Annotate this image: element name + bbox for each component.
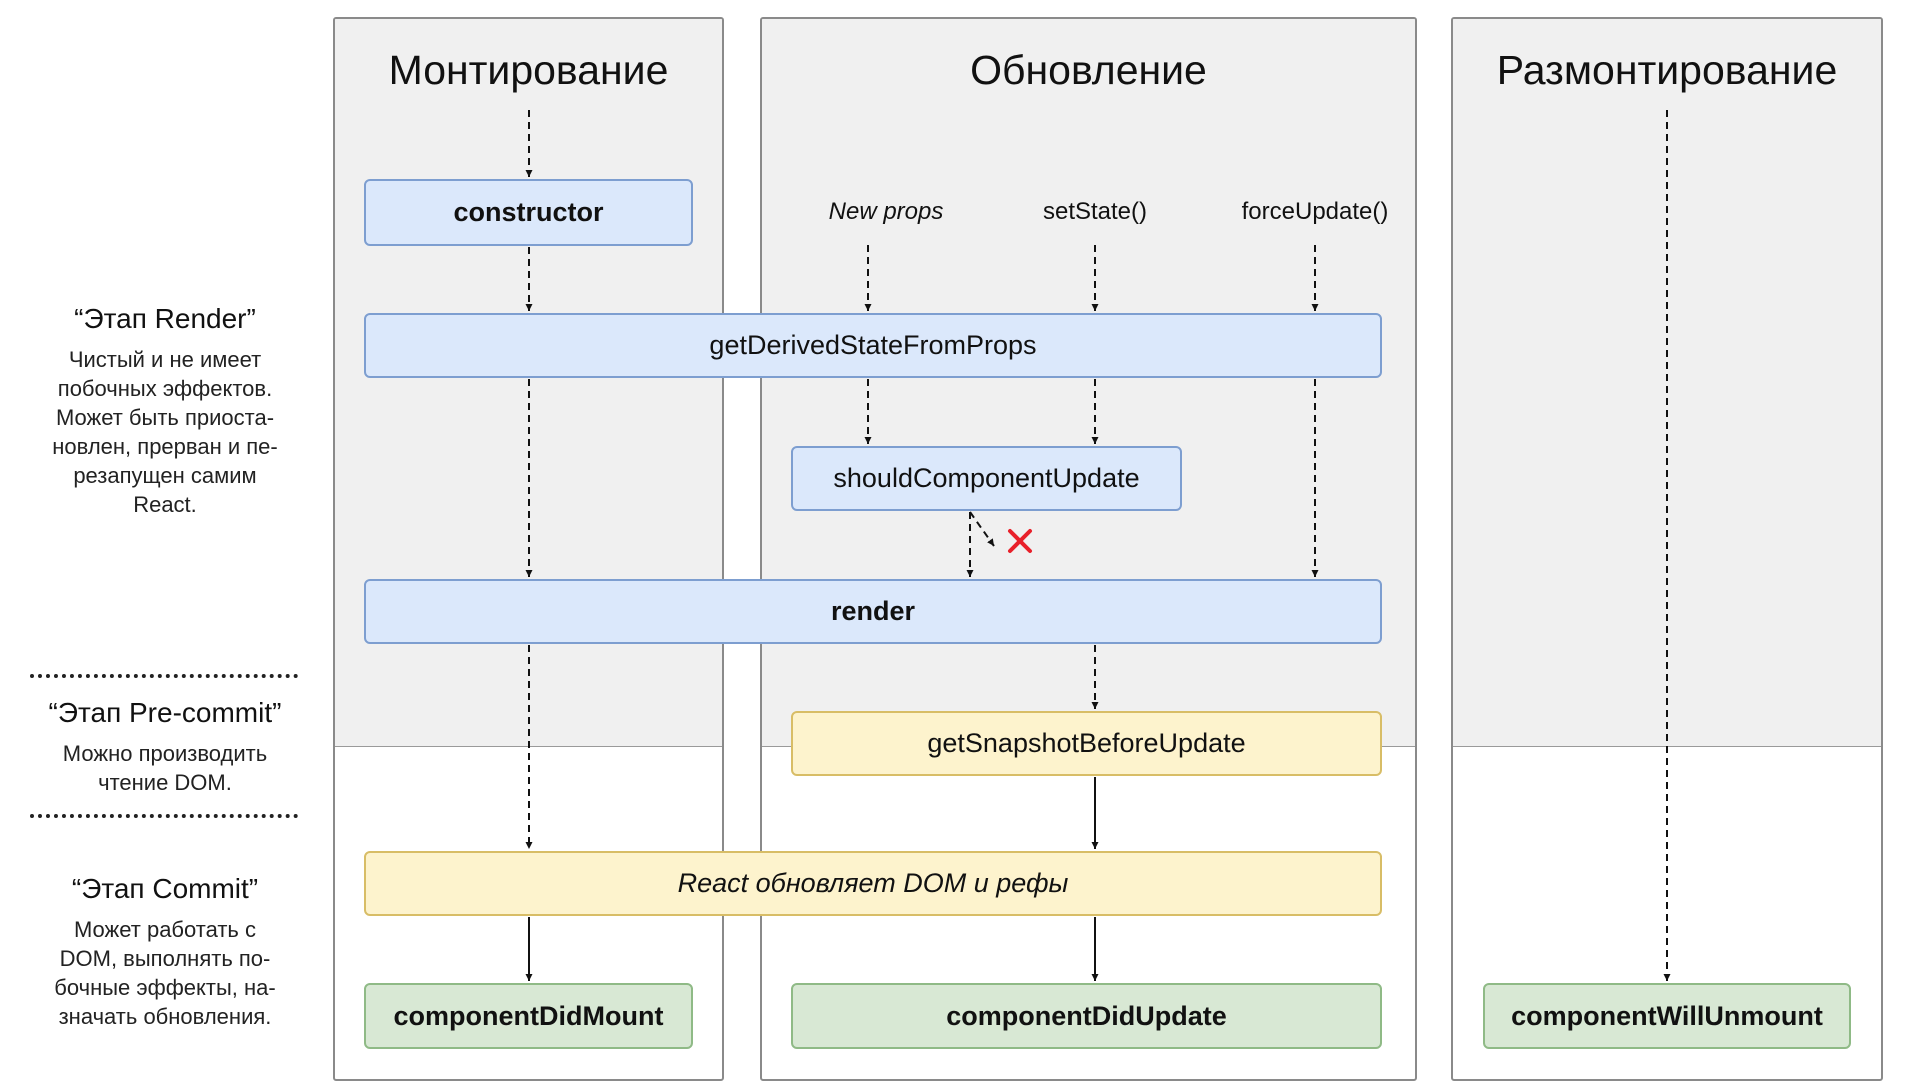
component-will-unmount-box: componentWillUnmount bbox=[1483, 983, 1851, 1049]
commit-phase-title: “Этап Commit” bbox=[71, 873, 259, 904]
mounting-title: Монтирование bbox=[388, 47, 669, 93]
render-phase-title: “Этап Render” bbox=[74, 303, 256, 334]
phase-divider bbox=[30, 674, 298, 678]
get-derived-state-from-props-box: getDerivedStateFromProps bbox=[364, 313, 1382, 378]
precommit-phase-description: Можно производить чтение DOM. bbox=[62, 741, 268, 795]
unmounting-title: Размонтирование bbox=[1496, 47, 1838, 93]
cancel-icon bbox=[1008, 529, 1032, 553]
render-box: render bbox=[364, 579, 1382, 644]
get-snapshot-before-update-box: getSnapshotBeforeUpdate bbox=[791, 711, 1382, 776]
commit-phase-description: Может работать с DOM, выполнять по- бочн… bbox=[54, 917, 276, 1029]
trigger-new-props: New props bbox=[828, 198, 944, 225]
should-component-update-box: shouldComponentUpdate bbox=[791, 446, 1182, 511]
trigger-set-state: setState() bbox=[1042, 198, 1148, 225]
render-phase-description: Чистый и не имеет побочных эффектов. Мож… bbox=[52, 347, 278, 517]
phase-divider bbox=[30, 814, 298, 818]
react-updates-dom-box: React обновляет DOM и рефы bbox=[364, 851, 1382, 916]
constructor-box: constructor bbox=[364, 179, 693, 246]
trigger-force-update: forceUpdate() bbox=[1241, 198, 1389, 225]
updating-title: Обновление bbox=[970, 47, 1207, 93]
component-did-update-box: componentDidUpdate bbox=[791, 983, 1382, 1049]
arrow-scu-cancel bbox=[969, 511, 995, 547]
precommit-phase-title: “Этап Pre-commit” bbox=[48, 697, 282, 728]
component-did-mount-box: componentDidMount bbox=[364, 983, 693, 1049]
